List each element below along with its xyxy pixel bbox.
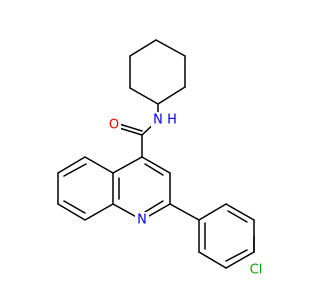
bond-benzo-1	[84, 156, 114, 174]
bond-quinoline-inner-2	[144, 200, 164, 213]
bond-benzo-inner-2	[63, 200, 86, 214]
amide-oxygen-background	[107, 117, 121, 133]
bond-cyclohexyl-6	[129, 39, 157, 57]
bond-cyclohexyl-3	[157, 86, 186, 105]
bonds	[57, 39, 255, 269]
ring-nitrogen-background	[135, 212, 149, 228]
bond-benzo-2	[57, 156, 86, 174]
bond-quinoline-inner-1	[144, 163, 164, 176]
bond-quinoline-6	[112, 156, 143, 174]
bond-cyclohexyl-1	[155, 39, 186, 57]
amide-nitrogen-label: N	[153, 113, 163, 128]
amide-oxygen-label: O	[109, 118, 119, 133]
bond-benzo-inner-1	[63, 163, 87, 177]
chlorine-label: Cl	[250, 263, 263, 278]
chlorine-background	[246, 262, 266, 278]
bond-phenyl-4	[225, 251, 255, 269]
bond-phenyl-inner-2	[225, 249, 248, 262]
bond-quinoline-1	[141, 156, 171, 174]
atom-labels: O N H N Cl	[107, 112, 266, 278]
bond-benzo-5	[84, 203, 114, 221]
bond-phenyl-1	[198, 203, 227, 221]
molecule-diagram: O N H N Cl	[57, 39, 266, 278]
amide-nitrogen-background	[151, 112, 165, 128]
amide-hydrogen-label: H	[167, 113, 177, 128]
bond-phenyl-inner-1	[227, 210, 248, 223]
ring-nitrogen-label: N	[137, 213, 147, 228]
bond-benzo-4	[57, 203, 86, 221]
bond-phenyl-2	[225, 203, 255, 221]
bond-quinoline-chlorophenyl	[169, 203, 200, 221]
amide-hydrogen-background	[166, 112, 178, 128]
bond-cyclohexyl-4	[129, 87, 159, 105]
bond-phenyl-5	[198, 251, 227, 269]
